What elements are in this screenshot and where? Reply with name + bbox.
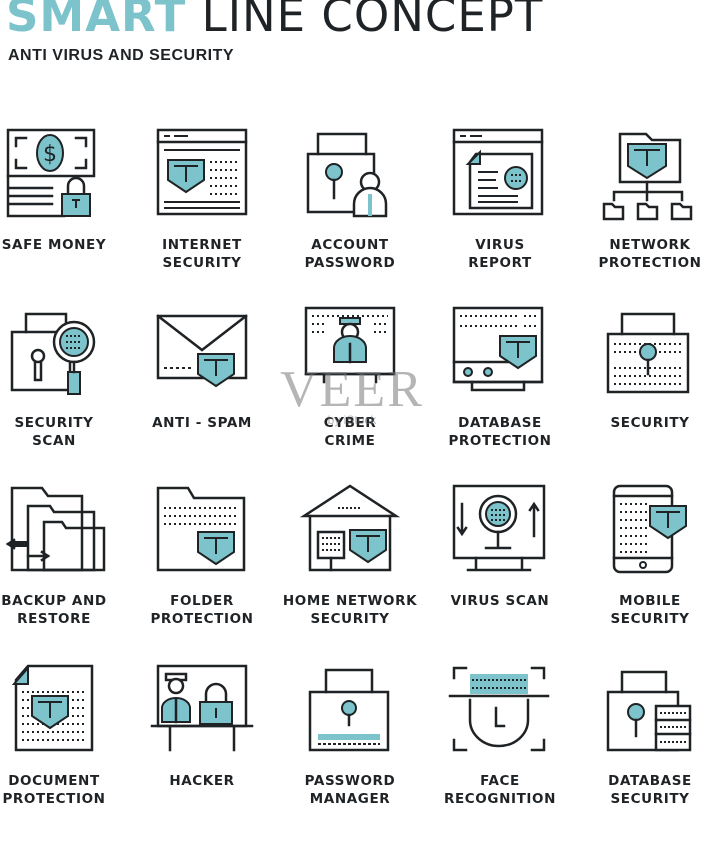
icon-label: INTERNET SECURITY — [162, 237, 242, 271]
icon-label: HACKER — [169, 773, 235, 789]
padlock-password-icon — [308, 668, 390, 752]
document-shield-icon — [11, 664, 94, 752]
lock-database-icon — [606, 670, 692, 752]
icon-label: SECURITY SCAN — [14, 415, 94, 449]
server-shield-icon — [452, 306, 544, 392]
icon-label: VIRUS SCAN — [450, 593, 550, 609]
icon-label: VIRUS REPORT — [468, 237, 532, 271]
icon-label: HOME NETWORK SECURITY — [282, 593, 418, 627]
icon-card-virus-scan: VIRUS SCAN — [430, 484, 570, 664]
page-subtitle: ANTI VIRUS AND SECURITY — [8, 47, 235, 64]
icon-label: MOBILE SECURITY — [610, 593, 690, 627]
icon-card-password-manager: PASSWORD MANAGER — [280, 664, 420, 844]
icon-card-document-protection: DOCUMENT PROTECTION — [0, 664, 124, 844]
money-lock-icon: $ — [6, 128, 96, 218]
icon-card-cyber-crime: CYBER CRIME — [280, 306, 420, 486]
icon-label: ACCOUNT PASSWORD — [304, 237, 396, 271]
phone-shield-icon — [612, 484, 687, 574]
network-shield-icon — [602, 132, 693, 221]
icon-card-folder-protection: FOLDER PROTECTION — [132, 484, 272, 664]
watermark-brand: VEER — [280, 361, 424, 418]
title-bold: SMART — [6, 0, 187, 42]
icon-card-database-protection: DATABASE PROTECTION — [430, 306, 570, 486]
watermark-sub: by iStock — [327, 413, 377, 427]
icon-label: FACE RECOGNITION — [443, 773, 556, 807]
hacker-screen-icon — [304, 306, 396, 384]
icon-card-face-recognition: FACE RECOGNITION — [430, 664, 570, 844]
icon-label: PASSWORD MANAGER — [304, 773, 396, 807]
hacker-lock-icon — [150, 664, 254, 752]
icon-card-anti-spam: ANTI - SPAM — [132, 306, 272, 486]
icon-card-database-security: DATABASE SECURITY — [580, 664, 701, 844]
account-lock-icon — [306, 132, 388, 218]
icon-label: DOCUMENT PROTECTION — [2, 773, 106, 807]
icon-label: FOLDER PROTECTION — [150, 593, 254, 627]
icon-card-security-scan: SECURITY SCAN — [0, 306, 124, 486]
browser-shield-icon — [156, 128, 248, 216]
padlock-icon — [606, 312, 690, 394]
icon-label: CYBER CRIME — [323, 415, 377, 449]
folder-shield-icon — [156, 486, 246, 572]
folder-arrows-icon — [5, 486, 106, 572]
icon-card-backup-restore: BACKUP AND RESTORE — [0, 484, 124, 664]
icon-card-hacker: HACKER — [132, 664, 272, 844]
icon-label: BACKUP AND RESTORE — [1, 593, 107, 627]
icon-card-security: SECURITY — [580, 306, 701, 486]
icon-card-account-password: ACCOUNT PASSWORD — [280, 128, 420, 308]
virus-report-icon — [452, 128, 544, 216]
icon-card-internet-security: INTERNET SECURITY — [132, 128, 272, 308]
envelope-shield-icon — [156, 314, 248, 388]
monitor-magnifier-icon — [452, 484, 546, 572]
house-shield-icon — [299, 484, 401, 572]
icon-label: NETWORK PROTECTION — [598, 237, 701, 271]
icon-label: SECURITY — [610, 415, 690, 431]
icon-label: DATABASE PROTECTION — [448, 415, 552, 449]
lock-magnifier-icon — [10, 312, 96, 395]
icon-label: SAFE MONEY — [1, 237, 107, 253]
title-light: LINE CONCEPT — [201, 0, 544, 42]
icon-label: DATABASE SECURITY — [608, 773, 692, 807]
icon-card-virus-report: VIRUS REPORT — [430, 128, 570, 308]
icon-card-mobile-security: MOBILE SECURITY — [580, 484, 701, 664]
page-title: SMART LINE CONCEPT — [6, 0, 543, 46]
icon-card-safe-money: $ SAFE MONEY — [0, 128, 124, 308]
icon-card-home-network: HOME NETWORK SECURITY — [280, 484, 420, 664]
face-scan-icon — [448, 666, 550, 752]
icon-card-network-protection: NETWORK PROTECTION — [580, 128, 701, 308]
icon-label: ANTI - SPAM — [152, 415, 252, 431]
svg-text:$: $ — [43, 142, 57, 167]
